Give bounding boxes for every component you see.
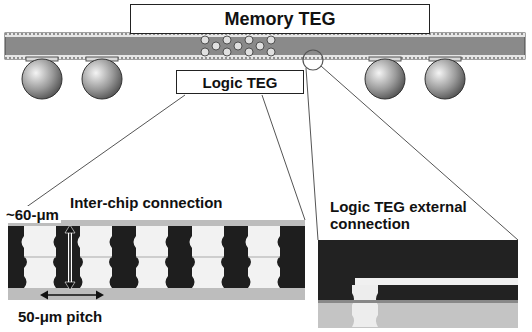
chip-label: Logic TEG [203,74,278,91]
dimension-label: ~60-μm [4,206,61,223]
chip-label: Memory TEG [224,9,335,30]
solder-balls [22,59,465,99]
external-connection-micrograph [318,240,518,328]
callout-circle [303,50,323,70]
dimension-arrows [40,225,104,300]
micro-bumps [201,36,275,56]
dimension-label: 50-μm pitch [18,308,102,325]
inset-title: Logic TEG external connection [330,198,520,233]
inter-chip-micrograph [8,220,305,300]
logic-chip: Logic TEG [176,70,304,94]
pads [26,57,461,61]
memory-chip: Memory TEG [130,4,430,34]
substrate [5,33,525,59]
inset-title: Inter-chip connection [70,194,223,211]
